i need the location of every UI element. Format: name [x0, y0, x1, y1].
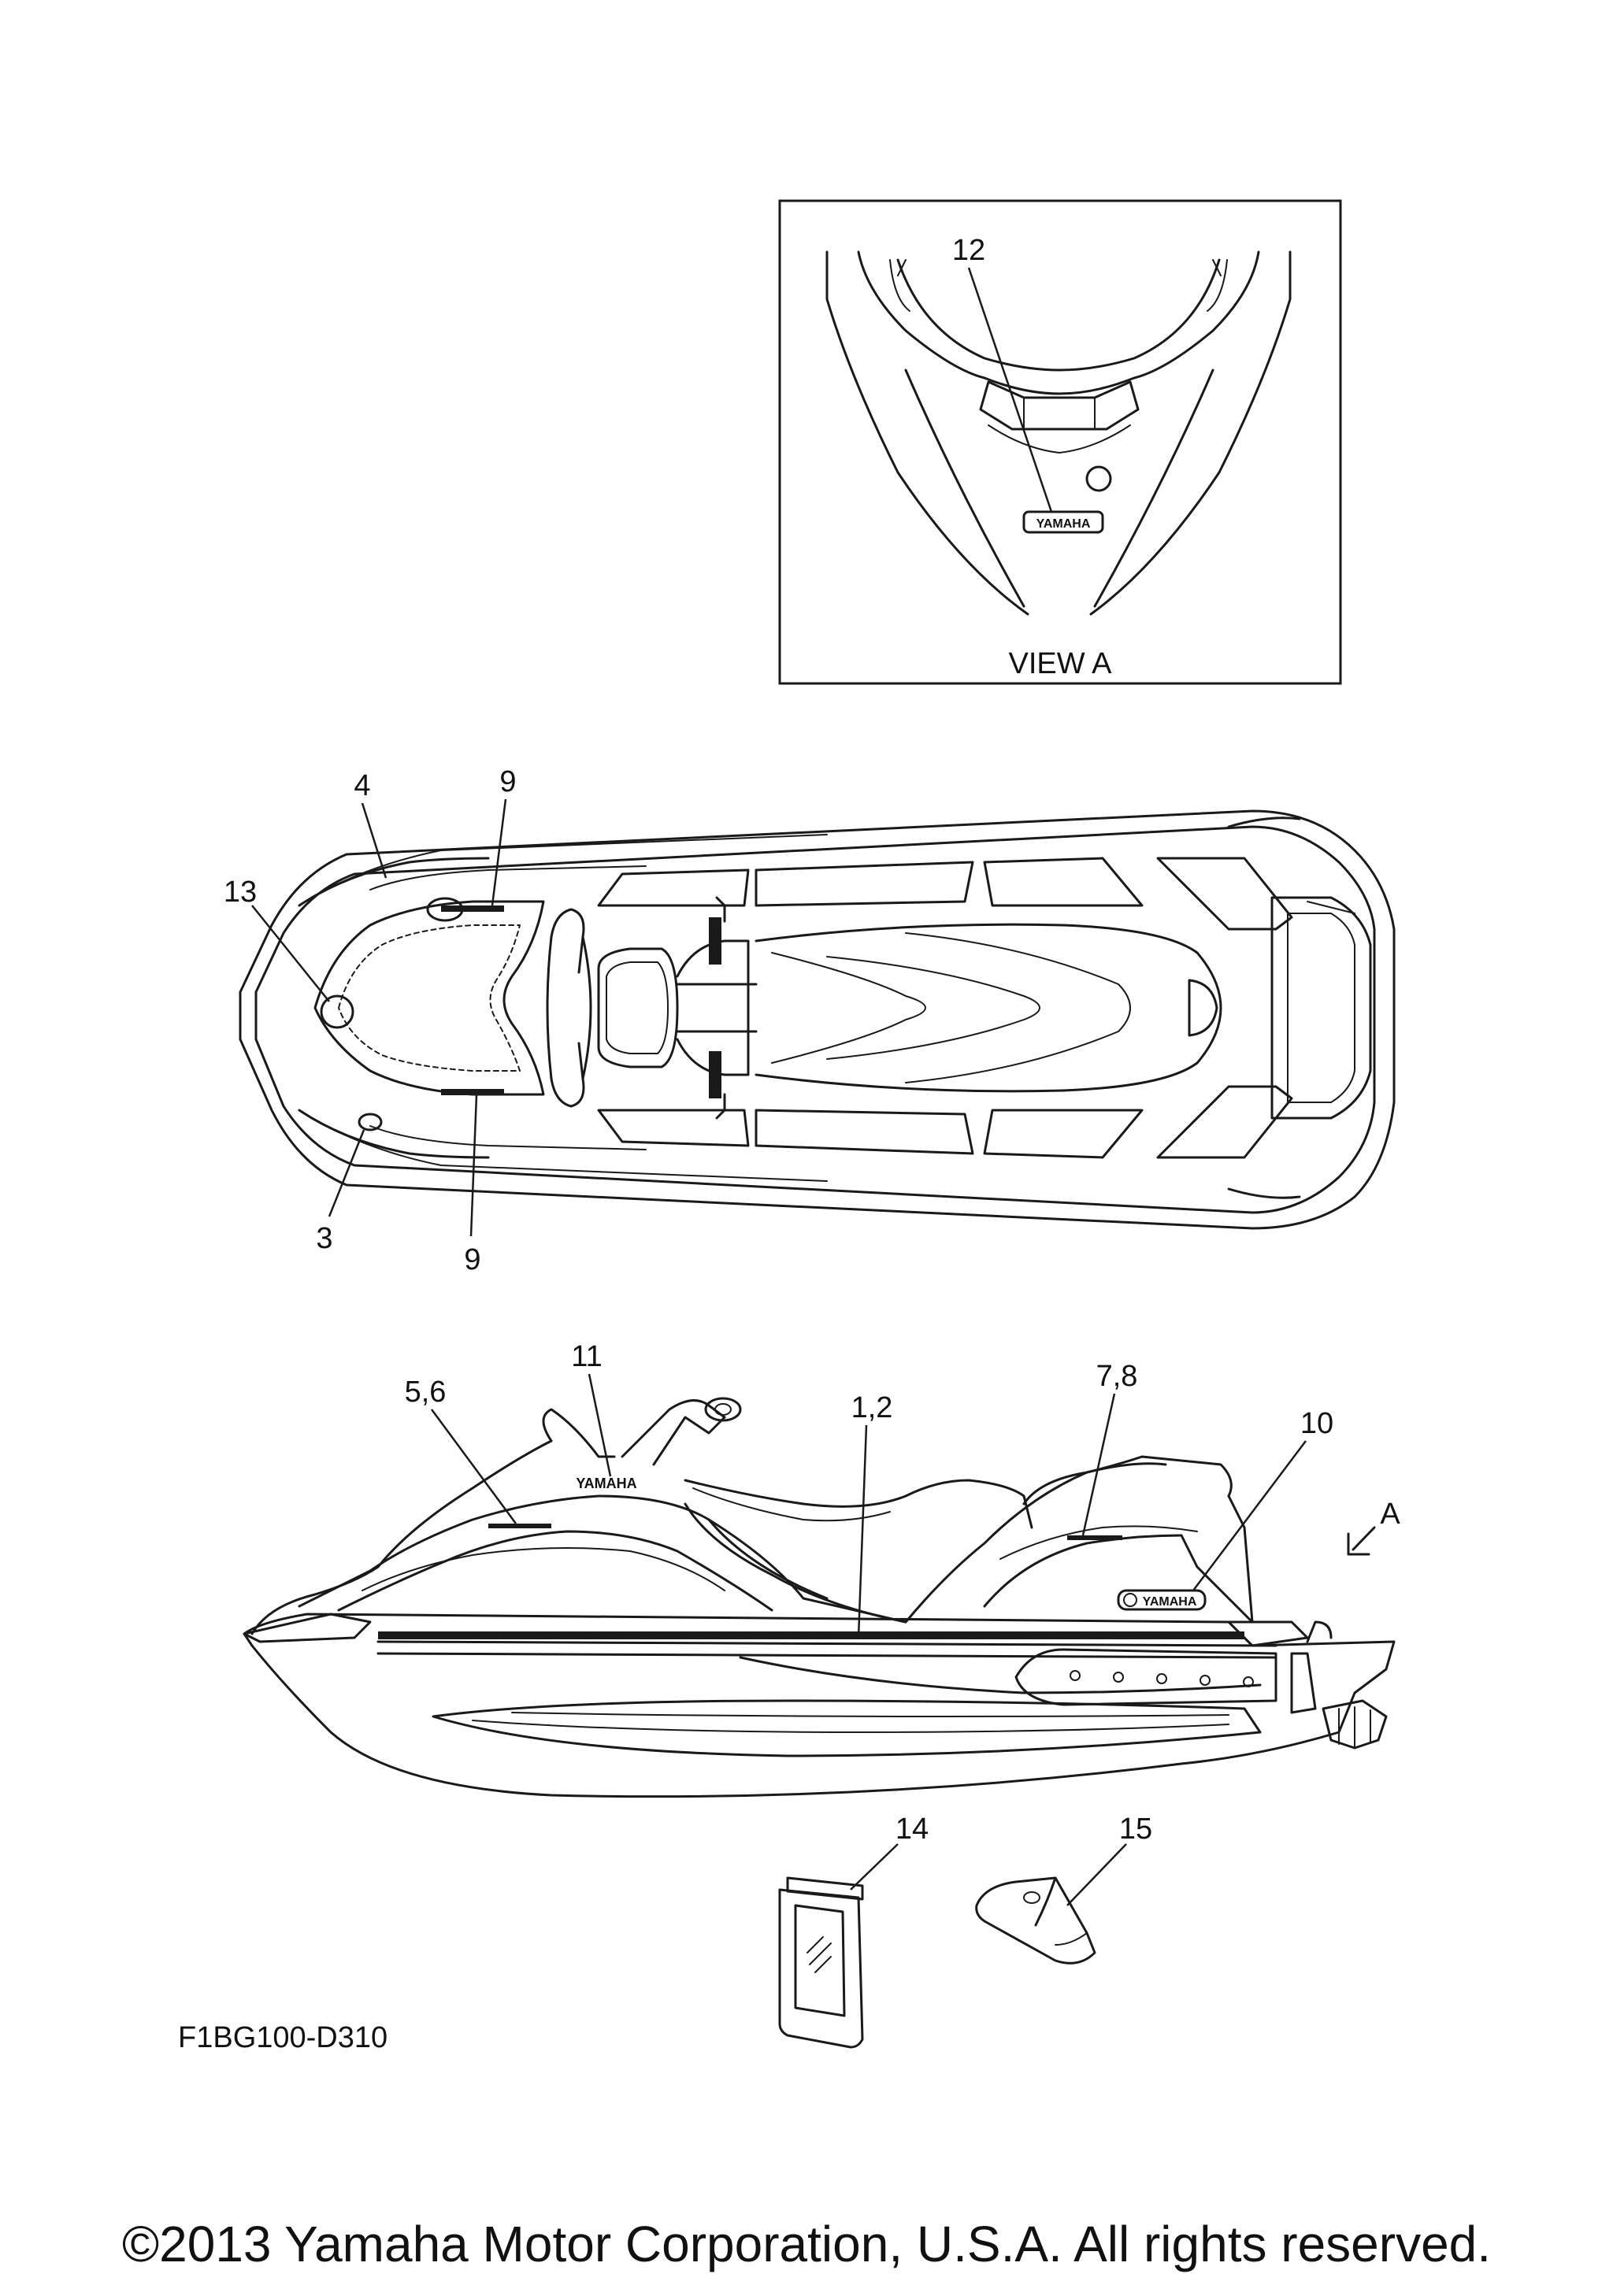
view-a-arrow-icon	[1347, 1526, 1376, 1556]
view-arrow-label: A	[1380, 1498, 1400, 1531]
callout-1-2: 1,2	[851, 1391, 893, 1424]
figure-code: F1BG100-D310	[178, 2021, 387, 2054]
callout-3: 3	[316, 1222, 332, 1255]
side-emblem-rear-text: YAMAHA	[1143, 1595, 1197, 1609]
view-a-frame	[778, 199, 1342, 685]
side-view: YAMAHA YAMAHA 11 5,6 1,2 7,8 10 A	[243, 1340, 1400, 1798]
view-a-emblem-text: YAMAHA	[1036, 517, 1091, 531]
part-15-key-case: 15	[975, 1813, 1152, 1965]
part-14-manual-pouch: 14	[778, 1813, 929, 2049]
view-a-emblem	[1022, 510, 1104, 534]
callout-9-bottom: 9	[464, 1243, 480, 1276]
side-emblem-front-text: YAMAHA	[576, 1476, 636, 1491]
callout-9-top: 9	[499, 765, 516, 798]
copyright-notice: ©2013 Yamaha Motor Corporation, U.S.A. A…	[122, 2216, 1491, 2272]
callout-13: 13	[224, 876, 257, 909]
callout-4: 4	[354, 769, 370, 802]
callout-14: 14	[895, 1813, 929, 1846]
view-a-label: VIEW A	[1009, 647, 1113, 680]
callout-5-6: 5,6	[405, 1376, 447, 1409]
side-emblem-rear	[1117, 1589, 1207, 1611]
callout-12: 12	[952, 234, 985, 267]
callout-11: 11	[571, 1340, 602, 1373]
callout-10: 10	[1300, 1407, 1333, 1440]
callout-15: 15	[1119, 1813, 1152, 1846]
view-a-inset: YAMAHA 12 VIEW A	[778, 199, 1342, 685]
callout-7-8: 7,8	[1096, 1360, 1138, 1393]
top-view: 4 9 13 3 9	[224, 765, 1396, 1276]
